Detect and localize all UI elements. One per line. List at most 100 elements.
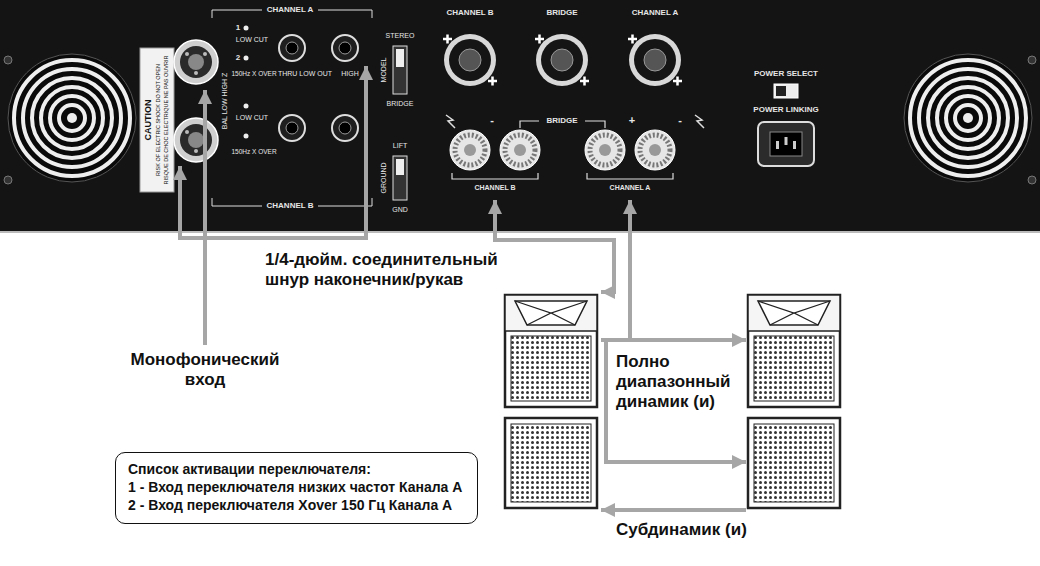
full-range-speaker [505,295,597,331]
quarter-inch-jack [339,122,351,134]
wiring-arrow [180,66,746,510]
xlr-combo-jack [174,40,218,84]
binding-post [640,135,670,165]
switch-label: LOW CUT [236,114,268,122]
indicator-dot [244,134,249,139]
quarter-inch-jack [339,42,351,54]
binding-post [514,144,526,156]
indicator-dot [244,56,249,61]
switch-label: GROUND [380,162,388,193]
full-range-speaker [515,301,587,325]
fan-grille [14,60,130,176]
fan-grille [955,105,981,131]
switch-label: LIFT [393,142,407,150]
wiring-arrow [495,200,614,292]
wiring-arrow [601,508,746,512]
binding-post [450,130,490,170]
output-label: CHANNEL A [632,9,679,18]
fan-grille [937,87,999,149]
full-range-speaker [505,295,597,407]
speakon-connector [443,35,497,86]
switch-label: STEREO [386,32,415,40]
note-line: 1 - Вход переключателя низких частот Кан… [128,478,465,496]
binding-post [455,135,485,165]
xlr-combo-jack [180,46,212,78]
iec-power-socket [758,122,814,166]
slide-switch [396,49,404,67]
power-switch [774,84,798,98]
binding-post [649,144,661,156]
fan-grille [946,96,990,140]
output-label: BRIDGE [546,9,577,18]
polarity-sign: + [629,114,635,126]
channel-label: CHANNEL A [610,184,651,192]
speakon-connector [535,34,589,86]
xlr-combo-jack [194,149,198,153]
callout-text: Монофонический вход [125,350,285,390]
power-label: POWER SELECT [754,70,818,79]
slide-switch [393,46,407,200]
warning-bolt [446,115,704,128]
switch-label: 150Hz X OVER [231,70,276,77]
rear-panel [1028,56,1036,64]
power-label: POWER LINKING [753,106,818,115]
full-range-speaker [748,295,840,407]
switch-number: 2 [236,54,240,63]
iec-power-socket [785,137,788,145]
wiring-arrow [180,66,366,238]
subwoofer [754,424,834,502]
caution-heading: CAUTION [143,100,153,141]
quarter-inch-jack [279,35,305,61]
speakon-connector [644,49,666,71]
iec-power-socket [776,141,779,149]
fan-grille [8,54,136,182]
xlr-combo-jack [174,118,218,162]
switch-label: MODEL [380,58,388,83]
callout-text: Субдинамик (и) [616,520,756,540]
channel-label: CHANNEL B [267,202,314,211]
fan-grille [963,113,973,123]
rear-panel [4,56,12,64]
channel-label: CHANNEL B [474,184,515,192]
quarter-inch-jack [332,115,358,141]
switch-label: 150Hz X OVER [231,148,276,155]
switch-label: LOW CUT [236,36,268,44]
full-range-speaker [748,295,840,331]
speakon-connector [629,34,681,86]
speakon-connector [443,34,497,86]
binding-post [635,130,675,170]
fan-grille [8,54,136,182]
rear-panel [4,176,12,184]
callout-text: 1/4-дюйм. соединительный шнур наконечник… [265,250,510,290]
speakon-connector [536,34,588,86]
binding-post [599,144,611,156]
full-range-speaker [505,295,597,407]
full-range-speaker [511,336,591,401]
xlr-combo-jack [174,118,218,162]
rear-panel [0,231,1040,233]
fan-grille [904,54,1032,182]
rear-panel [0,0,1040,232]
wiring-arrow [628,200,632,340]
xlr-combo-jack [194,71,198,75]
iec-power-socket [770,132,802,156]
binding-post [505,135,535,165]
slide-switch [396,159,404,175]
subwoofer [748,418,840,508]
fan-grille [928,78,1008,158]
fan-grille [50,96,94,140]
xlr-combo-jack [188,132,204,148]
slide-switch [393,156,407,200]
wiring-arrow [606,340,746,462]
xlr-combo-jack [203,52,207,56]
fan-grille [32,78,112,158]
bridge-label: BRIDGE [546,117,577,126]
full-range-speaker [754,336,834,401]
wiring-arrow [601,338,746,342]
fan-grille [67,113,77,123]
xlr-combo-jack [180,124,212,156]
iec-power-socket [793,141,796,149]
iec-power-socket [758,122,814,166]
fan-grille [919,69,1017,167]
